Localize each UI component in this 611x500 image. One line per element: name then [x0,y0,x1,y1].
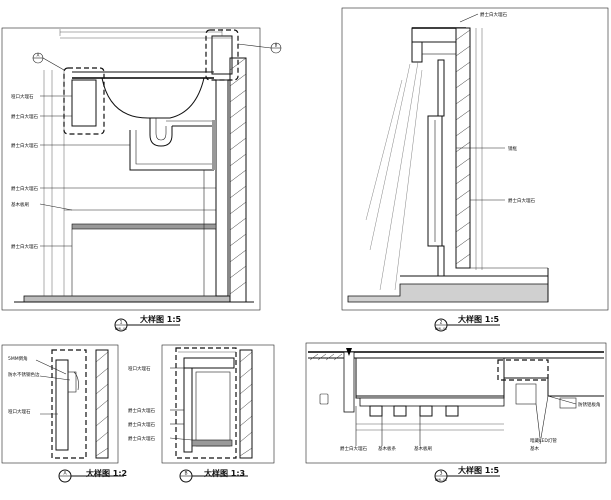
d5-callout-right-1: 暗藏LED灯管 [530,437,557,444]
d5-callout-top-1: 防锈铝板角 [578,401,601,408]
d1-callout-2: 爵士白大理石 [11,113,38,120]
d4-tag-number: B [184,471,187,477]
d2-tag-number: 2 [440,320,443,326]
d2-callout-2: 镜框 [508,145,517,152]
d3-callout-2: 防水不锈钢色边 [8,371,40,378]
detail-3: 5MM倒角 防水不锈钢色边 哑口大理石 A 大样图 1:2 [1,344,127,483]
d5-callout-bottom-1: 爵士白大理石 [340,445,367,452]
detail-2: 爵士白大理石 镜框 爵士白大理石 2 DML-01 大样图 1:5 [341,7,609,332]
d2-title: 大样图 1:5 [458,314,500,324]
d1-tag-ref: DML-01 [115,327,127,331]
d1-tag-number: 1 [120,320,123,326]
d1-callout-3: 爵士白大理石 [11,142,38,149]
d5-callout-right-2: 基木 [530,445,539,452]
d4-callout-2: 爵士白大理石 [128,407,155,414]
d5-callout-bottom-3: 基木板刷 [414,445,432,452]
d1-callout-6: 爵士白大理石 [11,243,38,250]
d5-title: 大样图 1:5 [458,465,500,475]
d4-callout-3: 爵士白大理石 [128,421,155,428]
d3-tag-number: A [63,471,67,477]
bubble-a-label: A [37,53,40,58]
d3-callout-1: 5MM倒角 [8,355,28,362]
d1-callout-5: 基木板刷 [11,201,29,208]
d1-callout-4: 爵士白大理石 [11,185,38,192]
d1-title: 大样图 1:5 [140,314,182,324]
detail-1: A B 哑口大理石 爵士白大理石 爵士白大理石 爵士白大理石 基木板刷 爵士白大… [1,27,282,332]
detail-5: 防锈铝板角 暗藏LED灯管 基木 爵士白大理石 基木板条 基木板刷 3 DML-… [305,342,607,483]
d2-callout-3: 爵士白大理石 [508,197,535,204]
d5-tag-number: 3 [440,471,443,477]
d1-callout-1: 哑口大理石 [11,93,34,100]
d4-title: 大样图 1:3 [204,468,245,478]
bubble-b-label: B [275,43,278,48]
d3-callout-3: 哑口大理石 [8,408,31,415]
d3-title: 大样图 1:2 [86,468,127,478]
d4-callout-1: 哑口大理石 [128,365,151,372]
d5-tag-ref: DML-01 [435,478,447,482]
d4-callout-4: 爵士白大理石 [128,435,155,442]
d2-callout-1: 爵士白大理石 [480,11,507,18]
d5-callout-bottom-2: 基木板条 [378,445,396,452]
d2-tag-ref: DML-01 [435,327,447,331]
detail-4: 哑口大理石 爵士白大理石 爵士白大理石 爵士白大理石 B 大样图 1:3 [128,344,275,483]
